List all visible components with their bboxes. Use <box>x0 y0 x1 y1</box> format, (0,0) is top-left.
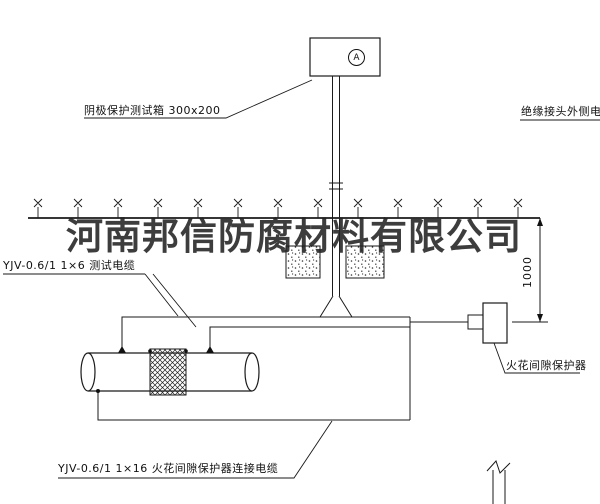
test-box-leader <box>84 79 313 119</box>
ammeter-symbol: A <box>348 49 365 66</box>
test-box-label: 阴极保护测试箱 300x200 <box>84 104 221 117</box>
spark-gap-leader <box>493 342 580 374</box>
spark-gap-protector-body <box>482 302 508 344</box>
insulated-joint-band <box>149 348 187 396</box>
spark-gap-protector-stub <box>467 314 484 330</box>
pipeline-end-left <box>80 352 96 392</box>
weld-point-bottom <box>96 389 100 393</box>
test-cable-leader <box>3 273 197 328</box>
conduit-cable-flare <box>319 295 353 318</box>
protector-connection-cable <box>97 392 410 421</box>
test-cable-run-2 <box>209 326 410 352</box>
test-cable-label: YJV-0.6/1 1×6 测试电缆 <box>3 259 136 272</box>
insulated-joint-cable-label: 绝缘接头外侧电缆 <box>521 105 600 118</box>
ground-hatch-symbols <box>33 198 523 218</box>
pipeline-end-right <box>244 352 260 392</box>
protector-cable-leader <box>58 420 333 479</box>
weld-point-2 <box>206 346 214 353</box>
weld-point-1 <box>118 346 126 353</box>
concrete-block-right <box>345 245 385 279</box>
protector-cable-label: YJV-0.6/1 1×16 火花间隙保护器连接电缆 <box>58 462 279 475</box>
riser-break-mark <box>486 460 511 474</box>
joint-bolt-left <box>148 349 152 353</box>
conduit-coupling <box>329 182 343 190</box>
depth-dimension-text: 1000 <box>521 256 534 288</box>
riser-symbol <box>492 470 506 504</box>
test-cable-run-1 <box>121 316 410 352</box>
test-post-conduit <box>332 76 340 296</box>
dimension-arrow-bottom <box>537 314 543 322</box>
concrete-block-left <box>285 245 321 279</box>
dimension-arrow-top <box>537 218 543 226</box>
test-box-outline <box>309 37 381 77</box>
spark-gap-protector-label: 火花间隙保护器 <box>506 359 587 372</box>
joint-bolt-right <box>184 349 188 353</box>
